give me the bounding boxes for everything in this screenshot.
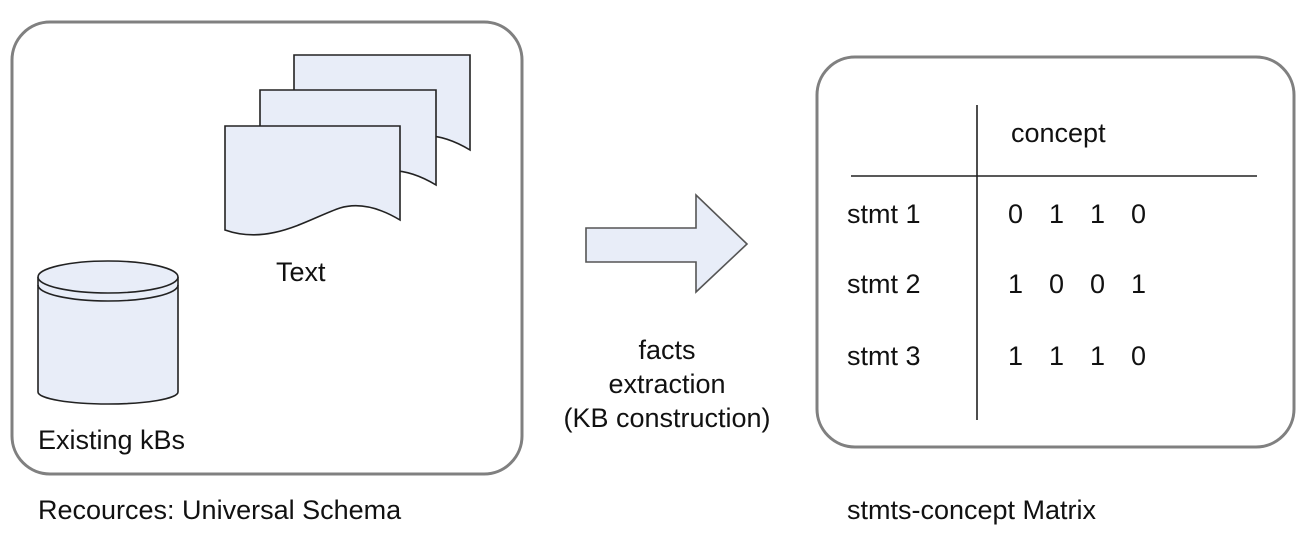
existing-kbs-label: Existing kBs	[38, 425, 186, 455]
matrix-cell: 0	[1008, 199, 1024, 229]
matrix-cell: 1	[1090, 341, 1106, 371]
matrix-cell: 1	[1049, 341, 1065, 371]
matrix-cell: 1	[1049, 199, 1065, 229]
database-cylinder-icon	[37, 260, 179, 405]
row-label: stmt 3	[847, 341, 921, 371]
matrix-cell: 1	[1008, 269, 1024, 299]
matrix-cell: 0	[1131, 199, 1147, 229]
arrow-label-line3: (KB construction)	[563, 403, 771, 433]
row-label: stmt 2	[847, 269, 921, 299]
matrix-caption: stmts-concept Matrix	[847, 495, 1097, 525]
matrix-cell: 0	[1090, 269, 1106, 299]
text-label: Text	[276, 257, 326, 287]
resources-caption: Recources: Universal Schema	[38, 495, 402, 525]
matrix-column-header: concept	[1011, 118, 1106, 148]
process-arrow	[585, 193, 749, 294]
matrix-cell: 1	[1131, 269, 1147, 299]
arrow-label-line2: extraction	[608, 369, 726, 399]
matrix-cell: 1	[1008, 341, 1024, 371]
matrix-cell: 0	[1049, 269, 1065, 299]
matrix-cell: 0	[1131, 341, 1147, 371]
arrow-label-line1: facts	[638, 335, 696, 365]
matrix-panel	[815, 55, 1296, 449]
row-label: stmt 1	[847, 199, 921, 229]
document-icon-front	[224, 125, 401, 236]
matrix-cell: 1	[1090, 199, 1106, 229]
